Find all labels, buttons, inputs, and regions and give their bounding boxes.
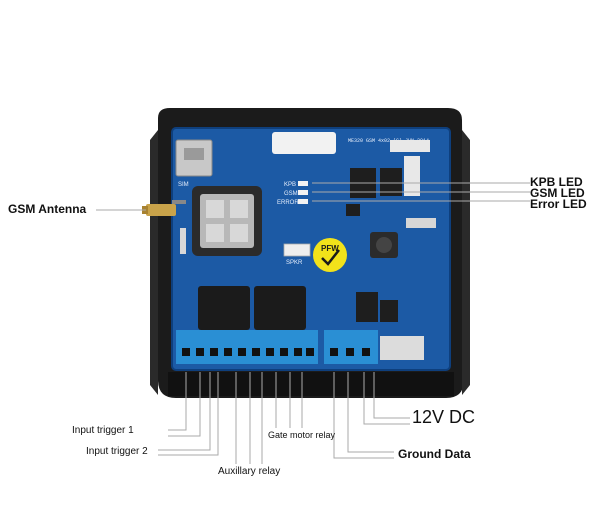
gsm-led-label: GSM LED: [530, 186, 585, 200]
ground-leader-1: [333, 372, 394, 459]
gsm-led: [298, 190, 308, 195]
input2-leader-b: [158, 372, 219, 456]
pfw-logo: PFW: [313, 238, 347, 272]
gsm-antenna-label: GSM Antenna: [8, 202, 87, 216]
kpb-led: [298, 181, 308, 186]
kpb-pcb-label: KPB: [284, 182, 296, 188]
indicator-leds: KPB GSM ERROR: [277, 181, 308, 206]
relays: [198, 286, 306, 330]
pcb-header-text: ME320 GSM 4x02 (C) JUN 2014: [348, 138, 429, 144]
spkr-label: SPKR: [286, 260, 303, 266]
callout-lines: [96, 182, 530, 464]
sim-holder: SIM: [175, 139, 213, 188]
terminal-block-right: [324, 330, 378, 364]
speaker-connector: SPKR: [283, 243, 311, 266]
pfw-logo-text: PFW: [321, 244, 339, 253]
error-led: [298, 199, 308, 204]
dc-12v-label: 12V DC: [412, 407, 476, 427]
input2-leader: [158, 372, 211, 451]
auxiliary-relay-label: Auxillary relay: [218, 466, 281, 477]
input-trigger-1-label: Input trigger 1: [72, 425, 134, 436]
input1-leader: [168, 372, 187, 431]
error-pcb-label: ERROR: [277, 200, 299, 206]
gsm-module: [192, 186, 262, 256]
terminal-blocks: [176, 330, 424, 364]
dc-leader-2: [373, 372, 410, 419]
gsm-pcb-label: GSM: [284, 191, 298, 197]
gate-motor-relay-label: Gate motor relay: [268, 430, 336, 440]
dc-leader-1: [363, 372, 410, 425]
ground-leader-2: [347, 372, 394, 453]
sim-label: SIM: [178, 182, 189, 188]
power-connector: [380, 336, 424, 360]
error-led-label: Error LED: [530, 197, 587, 211]
terminal-block-left: [176, 330, 318, 364]
input1-leader-b: [168, 372, 201, 437]
input-trigger-2-label: Input trigger 2: [86, 446, 148, 457]
ground-data-label: Ground Data: [398, 447, 471, 461]
kpb-led-label: KPB LED: [530, 175, 583, 189]
